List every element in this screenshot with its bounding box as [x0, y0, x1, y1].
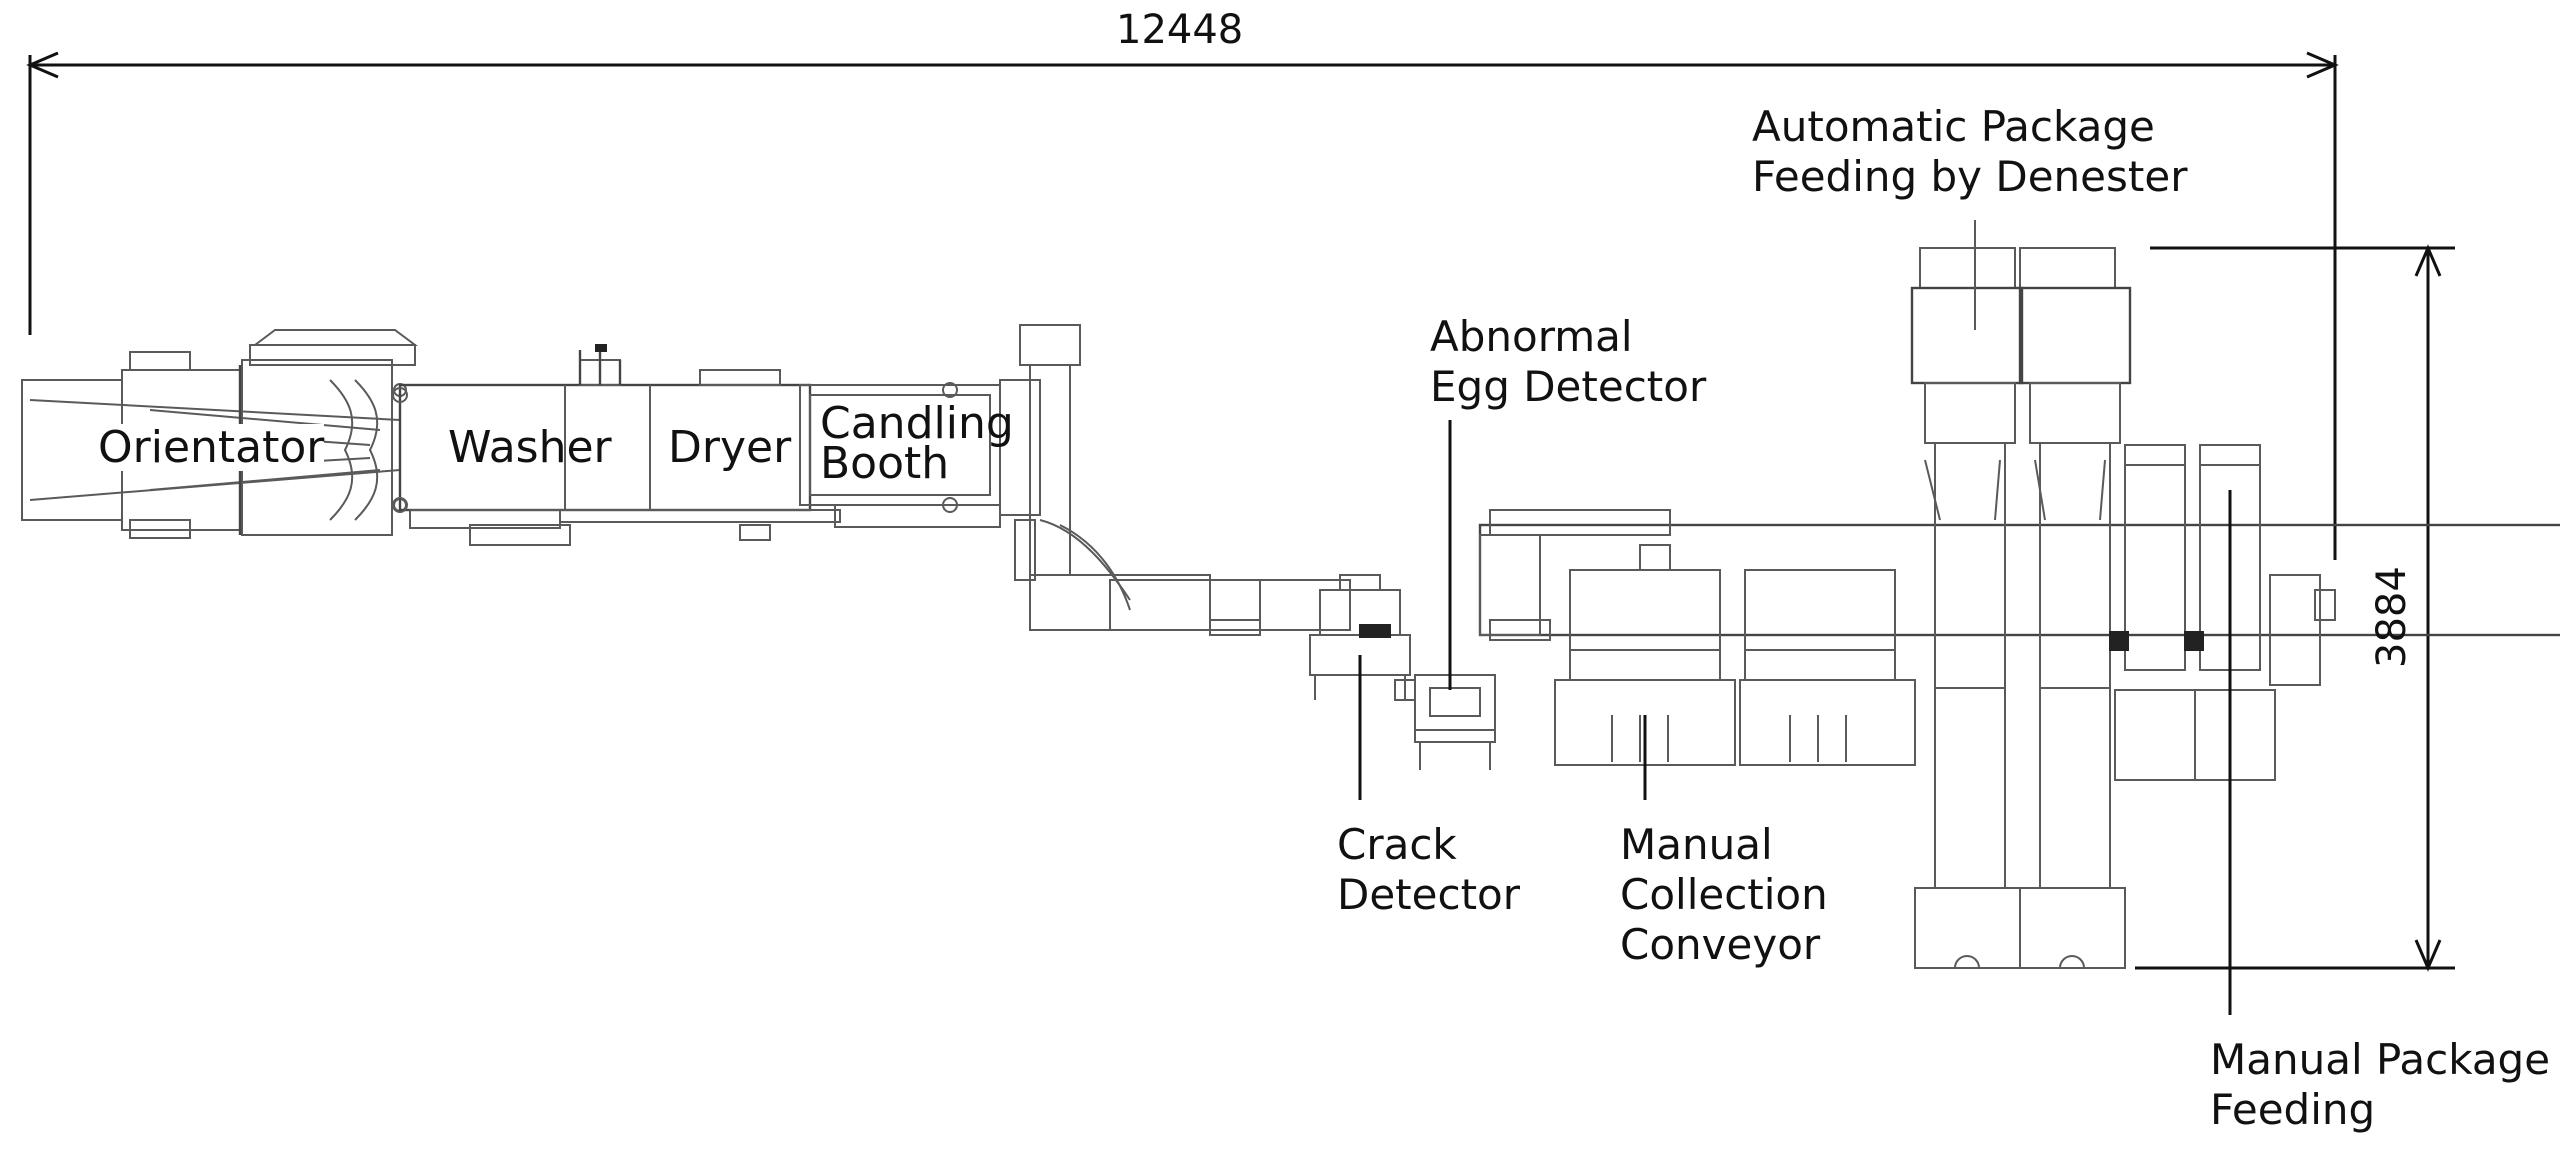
manual-collection-conveyor-line-3: Conveyor [1620, 920, 1821, 969]
length-dimension-label: 12448 [1116, 7, 1244, 53]
candling-booth-line-2: Booth [820, 438, 950, 489]
manual-package-feeding-line-1: Manual Package [2210, 1035, 2551, 1084]
manual-collection-conveyors [1554, 569, 1916, 766]
candling-booth-label: Candling Booth [820, 398, 1014, 489]
manual-package-feeding-label: Manual Package Feeding [2210, 1035, 2550, 1135]
candling-booth-line-1: Candling [820, 398, 1014, 449]
automatic-package-feeding-line-1: Automatic Package [1752, 102, 2155, 151]
washer-label: Washer [448, 422, 612, 473]
width-dimension [2135, 244, 2455, 972]
leader-lines [1358, 420, 2232, 1015]
crack-detector-line-1: Crack [1337, 820, 1457, 869]
transfer-chute [1014, 324, 1211, 631]
abnormal-egg-detector-unit [1394, 674, 1496, 770]
dryer-label: Dryer [668, 422, 792, 473]
denester-units [1910, 220, 2132, 969]
automatic-package-feeding-line-2: Feeding by Denester [1752, 152, 2188, 201]
manual-collection-conveyor-line-1: Manual [1620, 820, 1773, 869]
manual-feeding-units [2109, 444, 2276, 781]
length-dimension [26, 51, 2339, 560]
manual-package-feeding-line-2: Feeding [2210, 1085, 2376, 1134]
abnormal-egg-detector-label: Abnormal Egg Detector [1430, 312, 1706, 412]
crack-detector-label: Crack Detector [1337, 820, 1520, 920]
width-dimension-label: 3884 [2369, 566, 2415, 668]
crack-detector-line-2: Detector [1337, 870, 1521, 919]
central-conveyor [1109, 574, 1381, 636]
automatic-package-feeding-label: Automatic Package Feeding by Denester [1752, 102, 2187, 202]
abnormal-egg-detector-line-2: Egg Detector [1430, 362, 1707, 411]
orientator-label: Orientator [98, 422, 325, 473]
washer-dryer-frame [392, 344, 1041, 546]
manual-collection-conveyor-label: Manual Collection Conveyor [1620, 820, 1828, 970]
abnormal-egg-detector-line-1: Abnormal [1430, 312, 1633, 361]
manual-collection-conveyor-line-2: Collection [1620, 870, 1828, 919]
